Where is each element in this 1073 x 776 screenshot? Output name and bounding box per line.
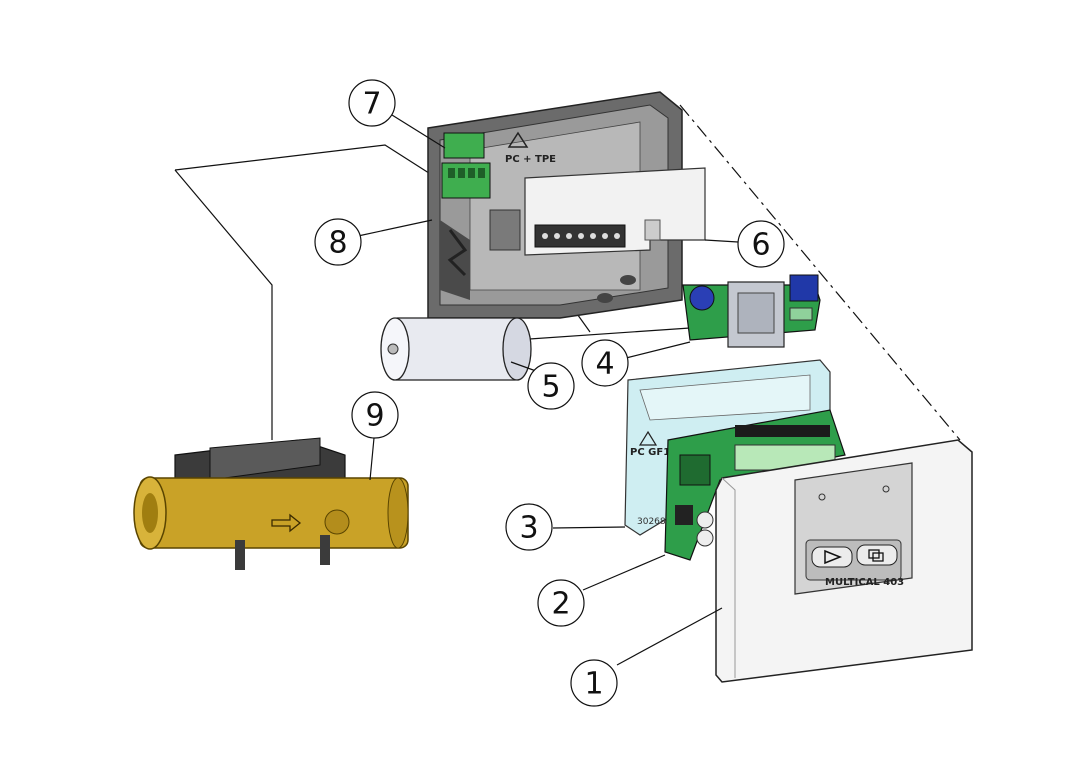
svg-text:9: 9	[365, 399, 384, 434]
callout-leaders	[357, 114, 739, 666]
battery	[380, 317, 532, 381]
pcb-holder-code-label: 30268	[637, 517, 666, 527]
menu-button-icon	[856, 544, 898, 566]
callout-7: 7	[348, 79, 396, 127]
recycle-icon	[507, 131, 529, 148]
main-pcb	[664, 409, 846, 561]
assembly-line-dashed	[679, 104, 961, 441]
power-module	[682, 274, 821, 348]
base-housing: PC + TPE	[427, 91, 706, 319]
callout-6: 6	[737, 220, 785, 268]
callout-8: 8	[314, 218, 362, 266]
assembly-line-top-left	[174, 144, 433, 176]
svg-text:4: 4	[595, 347, 614, 382]
svg-text:7: 7	[362, 87, 381, 122]
callout-5: 5	[527, 362, 575, 410]
svg-text:1: 1	[584, 667, 603, 702]
flow-sensor	[133, 437, 409, 570]
pcb-holder-material-label: PC GF10	[630, 447, 677, 458]
svg-text:2: 2	[551, 587, 570, 622]
front-cover: MULTICAL 403	[715, 439, 973, 683]
callout-1: 1	[570, 659, 618, 707]
callout-2: 2	[537, 579, 585, 627]
front-cover-label: MULTICAL 403	[825, 577, 904, 588]
callouts: 1 2 3 4 5 6 7 8	[314, 79, 785, 707]
play-button-icon	[811, 546, 853, 568]
svg-text:5: 5	[541, 370, 560, 405]
assembly-line-battery	[514, 327, 691, 341]
assembly-line-to-meter	[174, 169, 273, 440]
svg-text:3: 3	[519, 511, 538, 546]
svg-text:8: 8	[328, 226, 347, 261]
terminal-block	[441, 132, 491, 199]
base-material-label: PC + TPE	[505, 154, 556, 165]
svg-text:6: 6	[751, 228, 770, 263]
callout-4: 4	[581, 339, 629, 387]
assembly-lines	[174, 104, 961, 441]
callout-9: 9	[351, 391, 399, 439]
callout-3: 3	[505, 503, 553, 551]
